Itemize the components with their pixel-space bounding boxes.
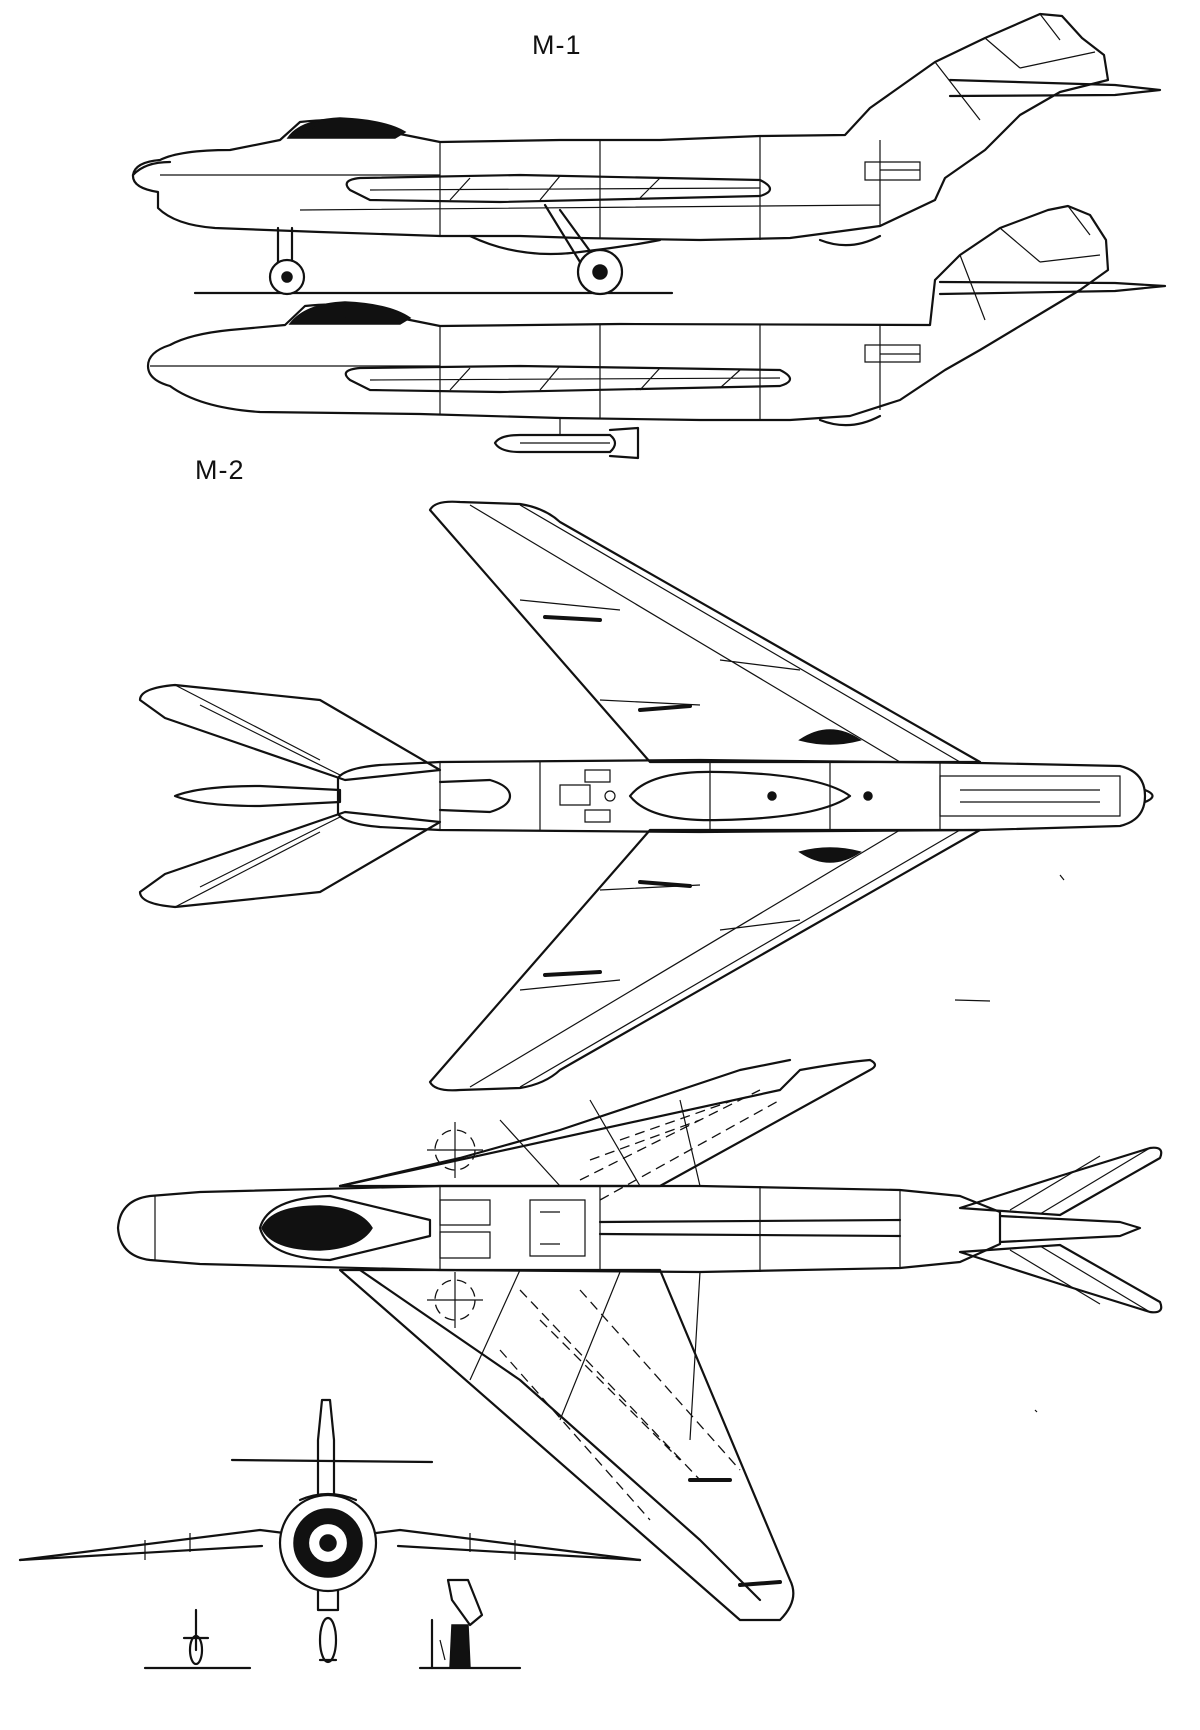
wing-fence-lower xyxy=(798,847,862,863)
nose-cone-top xyxy=(1143,788,1154,804)
wing-fence-upper xyxy=(798,729,862,745)
wing-m2 xyxy=(344,364,792,394)
variant-label-m2: M-2 xyxy=(195,455,245,485)
cockpit-underside xyxy=(261,1205,373,1251)
ventral-fairing-m2 xyxy=(938,280,1167,296)
fuselage-outline-m1 xyxy=(131,12,1110,242)
belly-fairing-m1 xyxy=(468,234,662,256)
canopy-top xyxy=(628,770,852,822)
front-main-gear xyxy=(446,1578,484,1627)
top-view xyxy=(138,500,1154,1092)
front-stabilizer xyxy=(230,1458,434,1464)
ventral-fairing-m1 xyxy=(948,78,1162,98)
tail-cone-top xyxy=(173,784,342,808)
main-gear-strut-m1 xyxy=(543,203,582,264)
fuselage-outline-m2 xyxy=(146,204,1110,422)
front-wing-right xyxy=(358,1528,642,1562)
bomb-m2 xyxy=(493,433,617,454)
wing-top-upper xyxy=(428,500,982,764)
front-fin xyxy=(316,1398,336,1502)
fuselage-bottom xyxy=(116,1184,1002,1274)
tailplane-top xyxy=(138,683,442,782)
fuselage-top xyxy=(336,758,1147,834)
wing-bottom-lower xyxy=(338,1268,795,1622)
tailplane-bottom-lower xyxy=(958,1243,1163,1314)
variant-label-m1: M-1 xyxy=(532,30,582,60)
front-view xyxy=(18,1398,642,1670)
nose-gear-strut-m1 xyxy=(276,226,294,264)
side-view-m1 xyxy=(131,12,1162,296)
bottom-view xyxy=(116,1058,1163,1622)
wing-top-lower xyxy=(428,828,982,1092)
canopy-m2 xyxy=(288,301,412,325)
tailplane-bottom-upper xyxy=(958,1146,1163,1217)
front-wing-left xyxy=(18,1528,302,1562)
canopy-m1 xyxy=(286,117,407,139)
wing-bottom-upper xyxy=(338,1058,877,1188)
side-view-m2 xyxy=(146,204,1167,460)
